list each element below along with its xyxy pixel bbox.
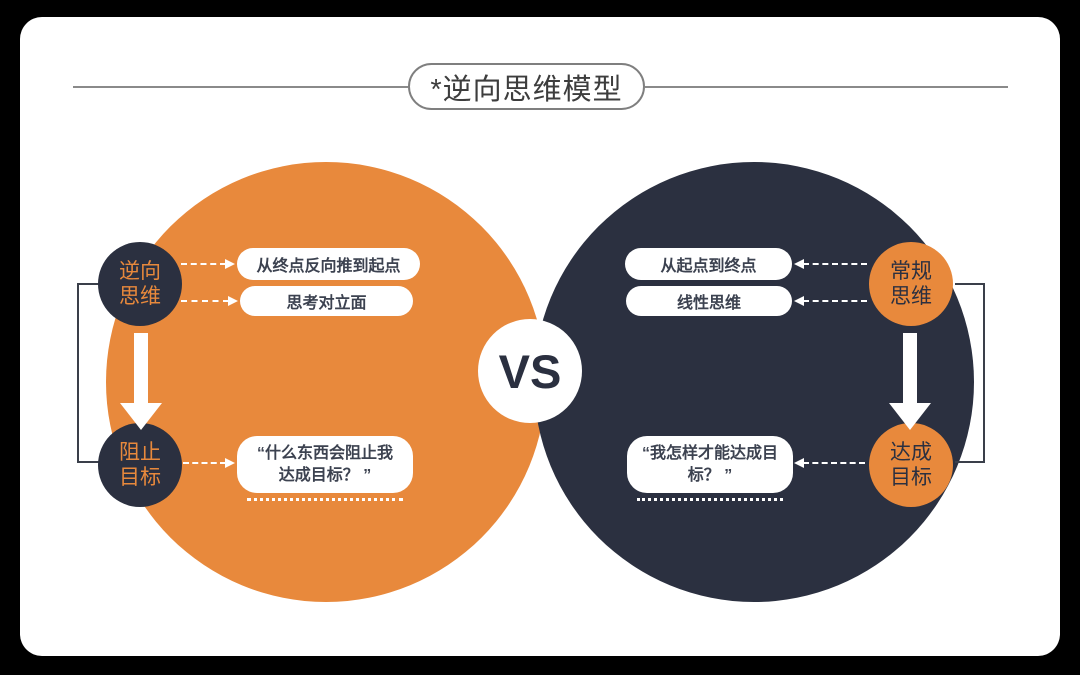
title-divider-right [645, 86, 1008, 88]
badge-line: 目标 [890, 466, 932, 489]
dashed-arrow-icon [794, 259, 867, 269]
dashed-arrow-icon [181, 296, 238, 306]
badge-line: 常规 [890, 260, 932, 283]
right-bracket-line [955, 283, 985, 463]
quote-line: 达成目标？ ” [278, 466, 372, 484]
left-bracket-line [77, 283, 101, 463]
quote-what-blocks-me: “什么东西会阻止我 达成目标？ ” [237, 436, 413, 501]
badge-line: 达成 [890, 441, 932, 464]
vs-label: VS [478, 319, 582, 423]
badge-block-goal: 阻止 目标 [98, 423, 182, 507]
conventional-thinking-circle [534, 162, 974, 602]
pill-linear-thinking: 线性思维 [626, 286, 792, 316]
page-title: *逆向思维模型 [408, 63, 645, 110]
badge-line: 逆向 [119, 260, 161, 283]
quote-line: 标？ ” [687, 466, 733, 484]
title-divider-left [73, 86, 408, 88]
diagram-card: *逆向思维模型 逆向 思维 阻止 目标 常规 思维 达成 目标 从终点反向推到起… [20, 17, 1060, 656]
badge-achieve-goal: 达成 目标 [869, 423, 953, 507]
pill-start-to-end: 从起点到终点 [625, 248, 792, 280]
down-arrow-icon [889, 333, 931, 430]
quote-how-to-achieve: “我怎样才能达成目 标？ ” [627, 436, 793, 501]
pill-think-opposite: 思考对立面 [240, 286, 413, 316]
dashed-arrow-icon [794, 458, 865, 468]
dashed-arrow-icon [183, 458, 235, 468]
down-arrow-icon [120, 333, 162, 430]
badge-line: 目标 [119, 466, 161, 489]
dashed-arrow-icon [181, 259, 235, 269]
badge-line: 阻止 [119, 441, 161, 464]
dashed-arrow-icon [794, 296, 867, 306]
quote-line: “我怎样才能达成目 [641, 444, 778, 462]
quote-line: “什么东西会阻止我 [256, 444, 393, 462]
pill-backward-from-end: 从终点反向推到起点 [237, 248, 420, 280]
badge-line: 思维 [890, 285, 932, 308]
badge-line: 思维 [119, 285, 161, 308]
reverse-thinking-circle [106, 162, 546, 602]
badge-conventional-thinking: 常规 思维 [869, 242, 953, 326]
badge-reverse-thinking: 逆向 思维 [98, 242, 182, 326]
